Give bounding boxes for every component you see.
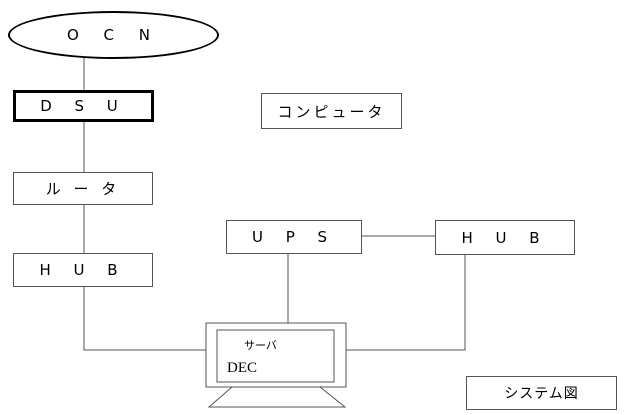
hub-left-label: H U B [39, 261, 127, 279]
hub-right-label: H U B [461, 228, 549, 247]
server-monitor-stand [207, 386, 347, 408]
ups-node: U P S [226, 220, 362, 254]
hub-right-node: H U B [435, 220, 575, 255]
ups-label: U P S [251, 228, 337, 246]
caption-box: システム図 [466, 376, 617, 410]
caption-label: システム図 [504, 386, 579, 402]
hub-left-node: H U B [13, 253, 153, 287]
router-node: ル ー タ [13, 172, 153, 205]
link-hub-right-server [346, 255, 466, 351]
server-monitor-screen [216, 329, 335, 383]
computer-label: コンピュータ [277, 102, 386, 121]
server-name: DEC [227, 360, 257, 376]
server-label: サーバ [244, 339, 277, 352]
link-hub-server [83, 287, 206, 351]
dsu-label: D S U [40, 97, 127, 115]
dsu-node: D S U [13, 90, 154, 122]
computer-label-box: コンピュータ [261, 93, 402, 129]
ocn-node: O C N [8, 11, 219, 59]
ocn-label: O C N [66, 26, 161, 44]
router-label: ル ー タ [45, 180, 121, 198]
